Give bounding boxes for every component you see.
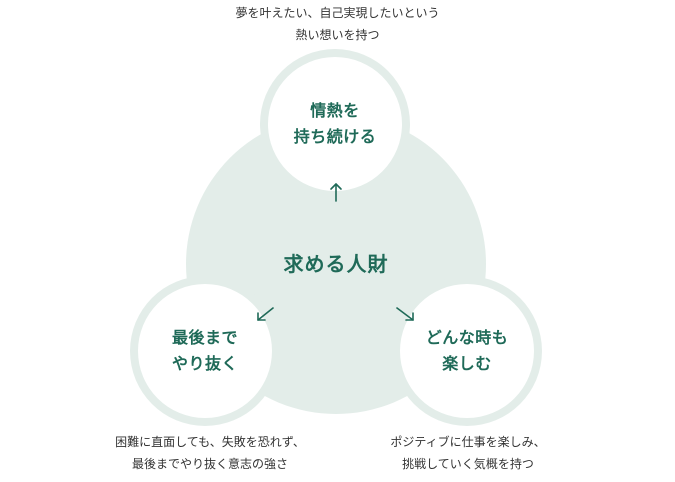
description-persistence: 困難に直面しても、失敗を恐れず、 最後までやり抜く意志の強さ xyxy=(115,435,305,471)
node-persistence-label: 最後まで やり抜く xyxy=(171,328,238,373)
node-passion: 情熱を 持ち続ける xyxy=(260,49,410,199)
node-enjoy-inner: どんな時も 楽しむ xyxy=(400,284,534,418)
node-persistence: 最後まで やり抜く xyxy=(130,276,280,426)
node-persistence-inner: 最後まで やり抜く xyxy=(138,284,272,418)
arrow-down-left-icon xyxy=(257,307,274,321)
center-title: 求める人財 xyxy=(283,252,389,276)
description-enjoy: ポジティブに仕事を楽しみ、 挑戦していく気概を持つ xyxy=(390,435,546,471)
node-enjoy: どんな時も 楽しむ xyxy=(392,276,542,426)
description-passion: 夢を叶えたい、自己実現したいという 熱い想いを持つ xyxy=(235,6,440,42)
arrow-up-icon xyxy=(330,183,342,202)
node-enjoy-label: どんな時も 楽しむ xyxy=(425,328,509,373)
node-passion-label: 情熱を 持ち続ける xyxy=(293,101,377,146)
node-passion-inner: 情熱を 持ち続ける xyxy=(268,57,402,191)
arrow-down-right-icon xyxy=(396,307,414,321)
